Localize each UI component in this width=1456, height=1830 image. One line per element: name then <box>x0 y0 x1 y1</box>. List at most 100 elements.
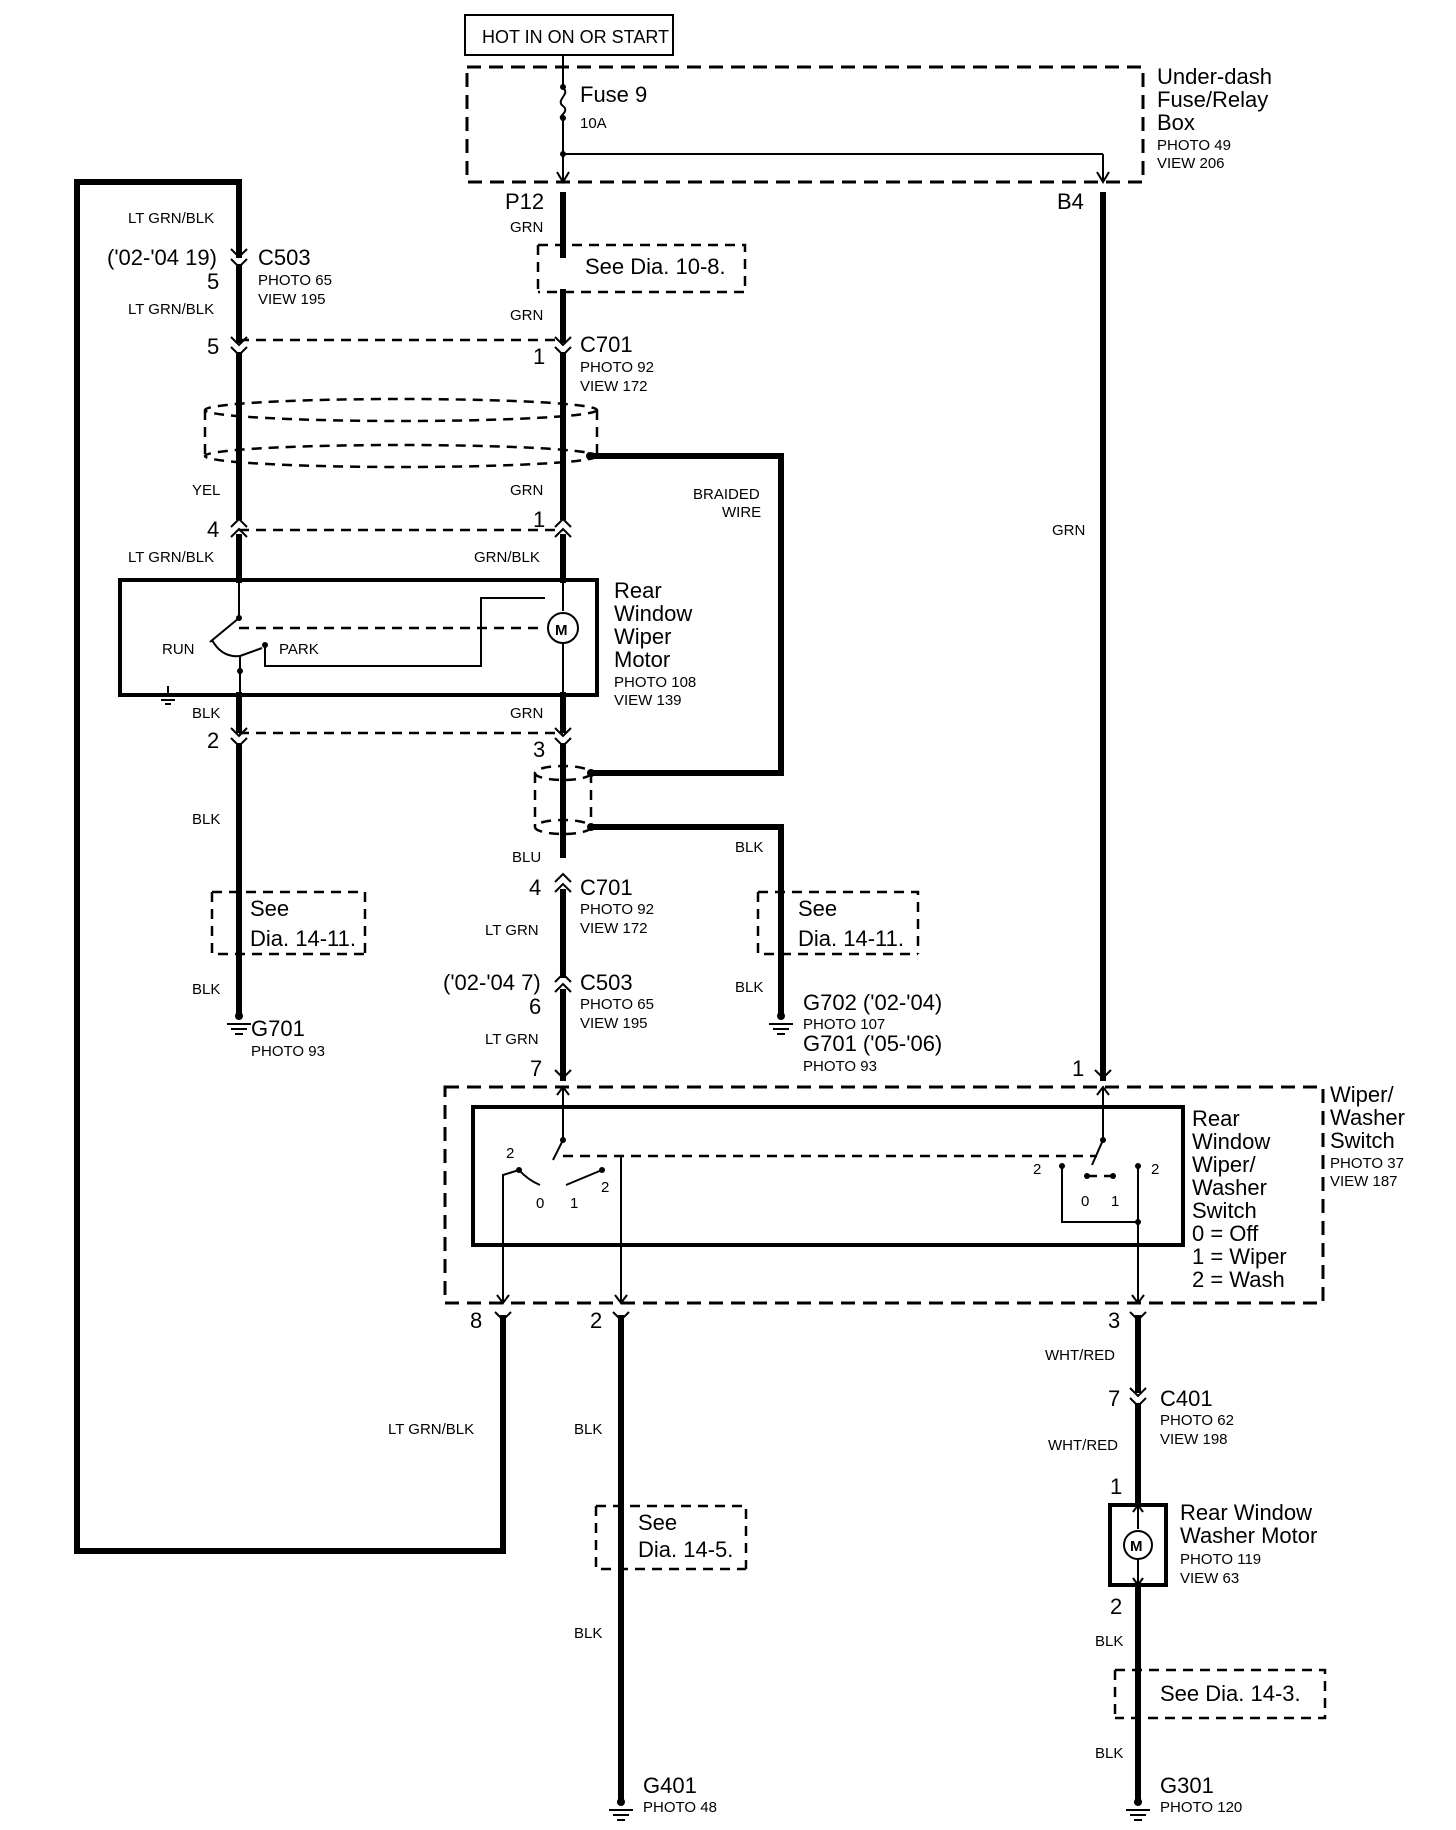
left-column-wires: LT GRN/BLK ('02-'04 19) 5 C503 PHOTO 65 … <box>107 210 367 1060</box>
right-feed-wire: GRN 1 <box>1052 192 1112 1081</box>
c503-photo-bottom: PHOTO 65 <box>580 996 654 1013</box>
svg-text:Dia. 14-11.: Dia. 14-11. <box>798 926 904 951</box>
wiper-motor-name-1: Rear <box>614 578 662 603</box>
c503-connector-symbol-lower <box>554 972 572 993</box>
left-pin2: 2 <box>207 728 219 753</box>
switch-name-4: Washer <box>1192 1175 1267 1200</box>
see-dia-14-11-right: See Dia. 14-11. <box>756 890 920 956</box>
switch-pin3-wire: 3 WHT/RED 7 C401 PHOTO 62 VIEW 198 WHT/R… <box>1045 1308 1234 1506</box>
fuse-box-name-3: Box <box>1157 110 1195 135</box>
fuse-icon <box>559 87 567 119</box>
washer-motor-photo: PHOTO 119 <box>1180 1551 1261 1568</box>
wire-label-blk-shield-1: BLK <box>735 839 763 856</box>
c503-pin5: 5 <box>207 269 219 294</box>
switch-name-2: Window <box>1192 1129 1270 1154</box>
g401-photo: PHOTO 48 <box>643 1799 717 1816</box>
right-switch-pos1: 1 <box>1111 1193 1119 1210</box>
switch-name-3: Wiper/ <box>1192 1152 1256 1177</box>
g702-photo: PHOTO 107 <box>803 1016 885 1033</box>
c701-connector-symbol-lower <box>554 872 572 893</box>
lt-grn-blk-loop-wire <box>74 179 506 1554</box>
g401-label: G401 <box>643 1773 697 1798</box>
pin-p12: P12 <box>505 189 544 214</box>
c401-view: VIEW 198 <box>1160 1431 1228 1448</box>
see-dia-14-5: See Dia. 14-5. <box>594 1504 748 1571</box>
g701-ground-icon <box>227 1012 251 1035</box>
left-switch-pos0: 0 <box>536 1195 544 1212</box>
svg-text:M: M <box>1130 1538 1143 1555</box>
c701-photo-bottom: PHOTO 92 <box>580 901 654 918</box>
outer-switch-name-1: Wiper/ <box>1330 1082 1394 1107</box>
switch-pin8: 8 <box>470 1308 482 1333</box>
right-switch-pos2a: 2 <box>1033 1161 1041 1178</box>
svg-text:Dia. 14-11.: Dia. 14-11. <box>250 926 356 951</box>
outer-switch-view: VIEW 187 <box>1330 1173 1398 1190</box>
fuse-box-name-2: Fuse/Relay <box>1157 87 1268 112</box>
g702-label: G702 ('02-'04) <box>803 990 942 1015</box>
pin-b4: B4 <box>1057 189 1084 214</box>
switch-pin1: 1 <box>1072 1056 1084 1081</box>
c701-photo-top: PHOTO 92 <box>580 359 654 376</box>
braided-wire: BRAIDED WIRE <box>588 453 784 776</box>
outer-switch-name-3: Switch <box>1330 1128 1395 1153</box>
wiper-washer-switch: 2 0 1 2 2 0 1 2 Rear Window Wiper/ Washe… <box>443 1082 1405 1305</box>
switch-name-5: Switch <box>1192 1198 1257 1223</box>
wire-label-grnblk: GRN/BLK <box>474 549 540 566</box>
washer-motor-name-2: Washer Motor <box>1180 1523 1317 1548</box>
outer-switch-name-2: Washer <box>1330 1105 1405 1130</box>
switch-legend-0: 0 = Off <box>1192 1221 1259 1246</box>
wire-label-grn-3: GRN <box>510 482 543 499</box>
switch-pin8-wire: 8 LT GRN/BLK <box>388 1308 512 1438</box>
wire-label-ltgrnblk-2: LT GRN/BLK <box>128 301 214 318</box>
svg-text:See Dia. 14-3.: See Dia. 14-3. <box>1160 1681 1301 1706</box>
left-switch-pos2b: 2 <box>601 1179 609 1196</box>
svg-text:M: M <box>555 622 568 639</box>
see-dia-10-8: See Dia. 10-8. <box>536 243 747 294</box>
center-pin1: 1 <box>533 507 545 532</box>
wiper-motor-name-2: Window <box>614 601 692 626</box>
g701-photo: PHOTO 93 <box>251 1043 325 1060</box>
g301-label: G301 <box>1160 1773 1214 1798</box>
wire-label-grn-2: GRN <box>510 307 543 324</box>
switch-pin7: 7 <box>530 1056 542 1081</box>
braided-label-2: WIRE <box>722 504 761 521</box>
c503-name-bottom: C503 <box>580 970 633 995</box>
wire-label-blk-2: BLK <box>192 811 220 828</box>
c701-view-bottom: VIEW 172 <box>580 920 648 937</box>
c401-photo: PHOTO 62 <box>1160 1412 1234 1429</box>
svg-text:See: See <box>250 896 289 921</box>
c701-view-top: VIEW 172 <box>580 378 648 395</box>
c503-view-bottom: VIEW 195 <box>580 1015 648 1032</box>
braided-shield-upper <box>203 397 599 469</box>
g702-ground-icon <box>769 1012 793 1035</box>
washer-pin2: 2 <box>1110 1594 1122 1619</box>
c503-year-top: ('02-'04 19) <box>107 245 217 270</box>
wire-label-ltgrnblk-top: LT GRN/BLK <box>128 210 214 227</box>
wire-label-yel: YEL <box>192 482 220 499</box>
switch-legend-2: 2 = Wash <box>1192 1267 1285 1292</box>
g701b-photo: PHOTO 93 <box>803 1058 877 1075</box>
c503-year-bottom: ('02-'04 7) <box>443 970 541 995</box>
g301-photo: PHOTO 120 <box>1160 1799 1242 1816</box>
wire-label-blk-washer-1: BLK <box>1095 1633 1123 1650</box>
washer-pin1: 1 <box>1110 1474 1122 1499</box>
washer-motor-name-1: Rear Window <box>1180 1500 1312 1525</box>
braided-label-1: BRAIDED <box>693 486 760 503</box>
c401-pin7: 7 <box>1108 1386 1120 1411</box>
c701-name-bottom: C701 <box>580 875 633 900</box>
fuse-rating: 10A <box>580 115 607 132</box>
wire-label-ltgrn-1: LT GRN <box>485 922 539 939</box>
g301-ground-icon <box>1126 1798 1150 1821</box>
see-dia-14-11-left: See Dia. 14-11. <box>210 890 367 956</box>
wire-label-blu: BLU <box>512 849 541 866</box>
wiper-motor-name-3: Wiper <box>614 624 671 649</box>
wire-label-ltgrnblk-bottom: LT GRN/BLK <box>388 1421 474 1438</box>
switch-pin2-wire: 2 BLK See Dia. 14-5. BLK G401 PHOTO 48 <box>574 1308 748 1821</box>
outer-switch-photo: PHOTO 37 <box>1330 1155 1404 1172</box>
c503-photo-top: PHOTO 65 <box>258 272 332 289</box>
wire-label-whtred-1: WHT/RED <box>1045 1347 1115 1364</box>
wire-label-blk-washer-2: BLK <box>1095 1745 1123 1762</box>
right-switch-pos0: 0 <box>1081 1193 1089 1210</box>
g701-label: G701 <box>251 1016 305 1041</box>
